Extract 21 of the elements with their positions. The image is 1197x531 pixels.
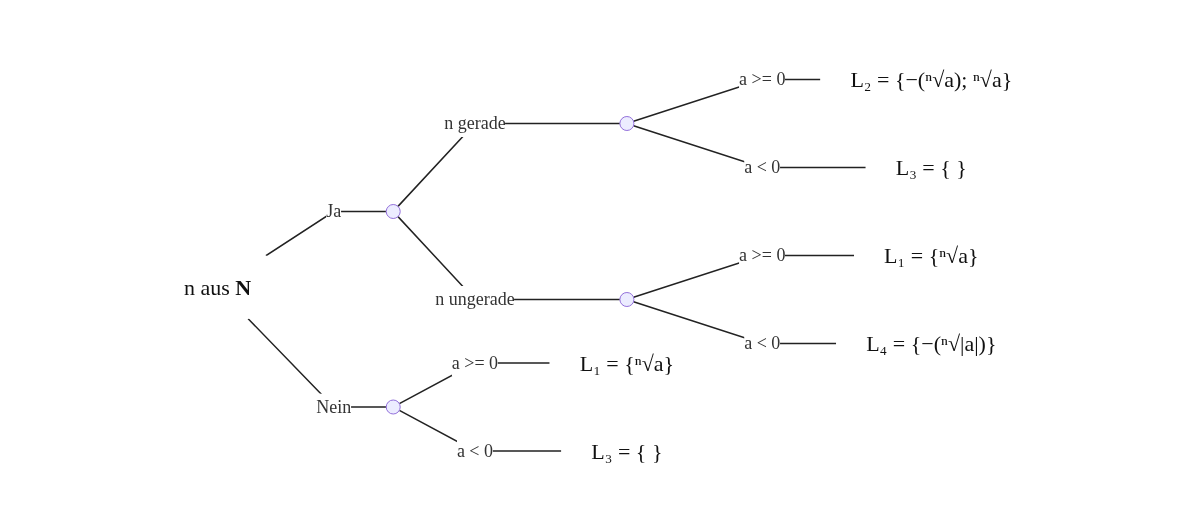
edge-label: n gerade [444,113,507,134]
node-text: L₁ = {ⁿ√a} [884,243,979,269]
edge-label: a < 0 [744,333,781,354]
node-text: n aus N [184,275,252,300]
edge-label: n ungerade [435,289,516,310]
node-point [619,292,635,308]
node-text: L₃ = { } [896,155,968,181]
node-text: L₁ = {ⁿ√a} [580,350,675,376]
edge-label: Nein [316,396,352,417]
edge-label: a < 0 [744,157,781,178]
edge-label: a >= 0 [452,352,499,373]
node-point [386,399,402,415]
edge-label: a < 0 [457,440,494,461]
node-text: L₂ = {−(ⁿ√a); ⁿ√a} [850,67,1013,93]
node-text: L₃ = { } [591,438,663,464]
node-text: L₄ = {−(ⁿ√|a|)} [866,331,997,357]
node-point [619,116,635,132]
node-point [386,204,402,220]
edge-label: a >= 0 [739,69,786,90]
edge-label: Ja [326,201,342,222]
edge-label: a >= 0 [739,245,786,266]
